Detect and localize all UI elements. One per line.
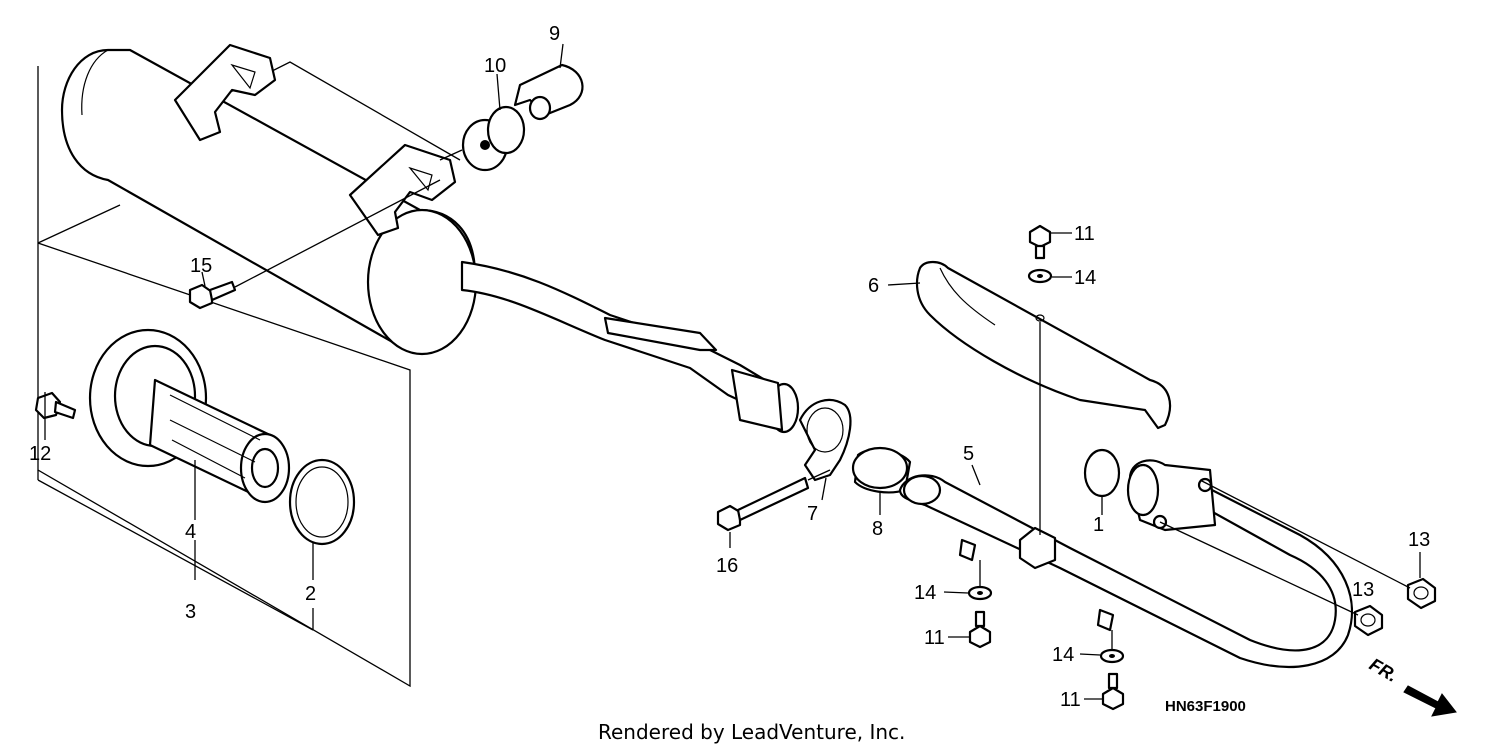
front-direction-label: FR. (1366, 654, 1401, 686)
callout-14-top: 14 (1074, 267, 1096, 289)
bolts-and-washers[interactable] (967, 224, 1125, 711)
credit-text: Rendered by LeadVenture, Inc. (598, 720, 905, 744)
spark-arrester-parts[interactable] (34, 179, 441, 546)
callout-11-left: 11 (924, 627, 945, 649)
callout-8: 8 (872, 518, 883, 540)
leader-lines (37, 43, 1421, 700)
callout-15: 15 (190, 255, 212, 277)
callout-1: 1 (1093, 514, 1104, 536)
grommet-and-collar[interactable] (439, 63, 584, 172)
clamp-and-bolt[interactable] (716, 398, 852, 532)
muffler-assembly[interactable] (37, 43, 800, 688)
callout-3: 3 (185, 601, 196, 623)
callout-11-top: 11 (1074, 223, 1095, 245)
callout-12: 12 (29, 443, 51, 465)
callout-6: 6 (868, 275, 879, 297)
callout-5: 5 (963, 443, 974, 465)
gasket-8[interactable] (851, 446, 912, 494)
callout-13-upper: 13 (1408, 529, 1430, 551)
callout-2: 2 (305, 583, 316, 605)
callout-13-lower: 13 (1352, 579, 1374, 601)
callout-9: 9 (549, 23, 560, 45)
flange-nuts[interactable] (1159, 479, 1437, 637)
callout-10: 10 (484, 55, 506, 77)
exhaust-pipe[interactable] (898, 459, 1353, 669)
callout-7: 7 (807, 503, 818, 525)
front-direction-arrow: FR. (1366, 654, 1457, 717)
callout-11-right: 11 (1060, 689, 1081, 711)
heat-shield[interactable] (915, 260, 1172, 535)
gasket-1[interactable] (1083, 448, 1121, 498)
callout-4: 4 (185, 521, 196, 543)
callout-14-left: 14 (914, 582, 936, 604)
diagram-code: HN63F1900 (1165, 698, 1246, 715)
callout-16: 16 (716, 555, 738, 577)
callout-14-right: 14 (1052, 644, 1074, 666)
